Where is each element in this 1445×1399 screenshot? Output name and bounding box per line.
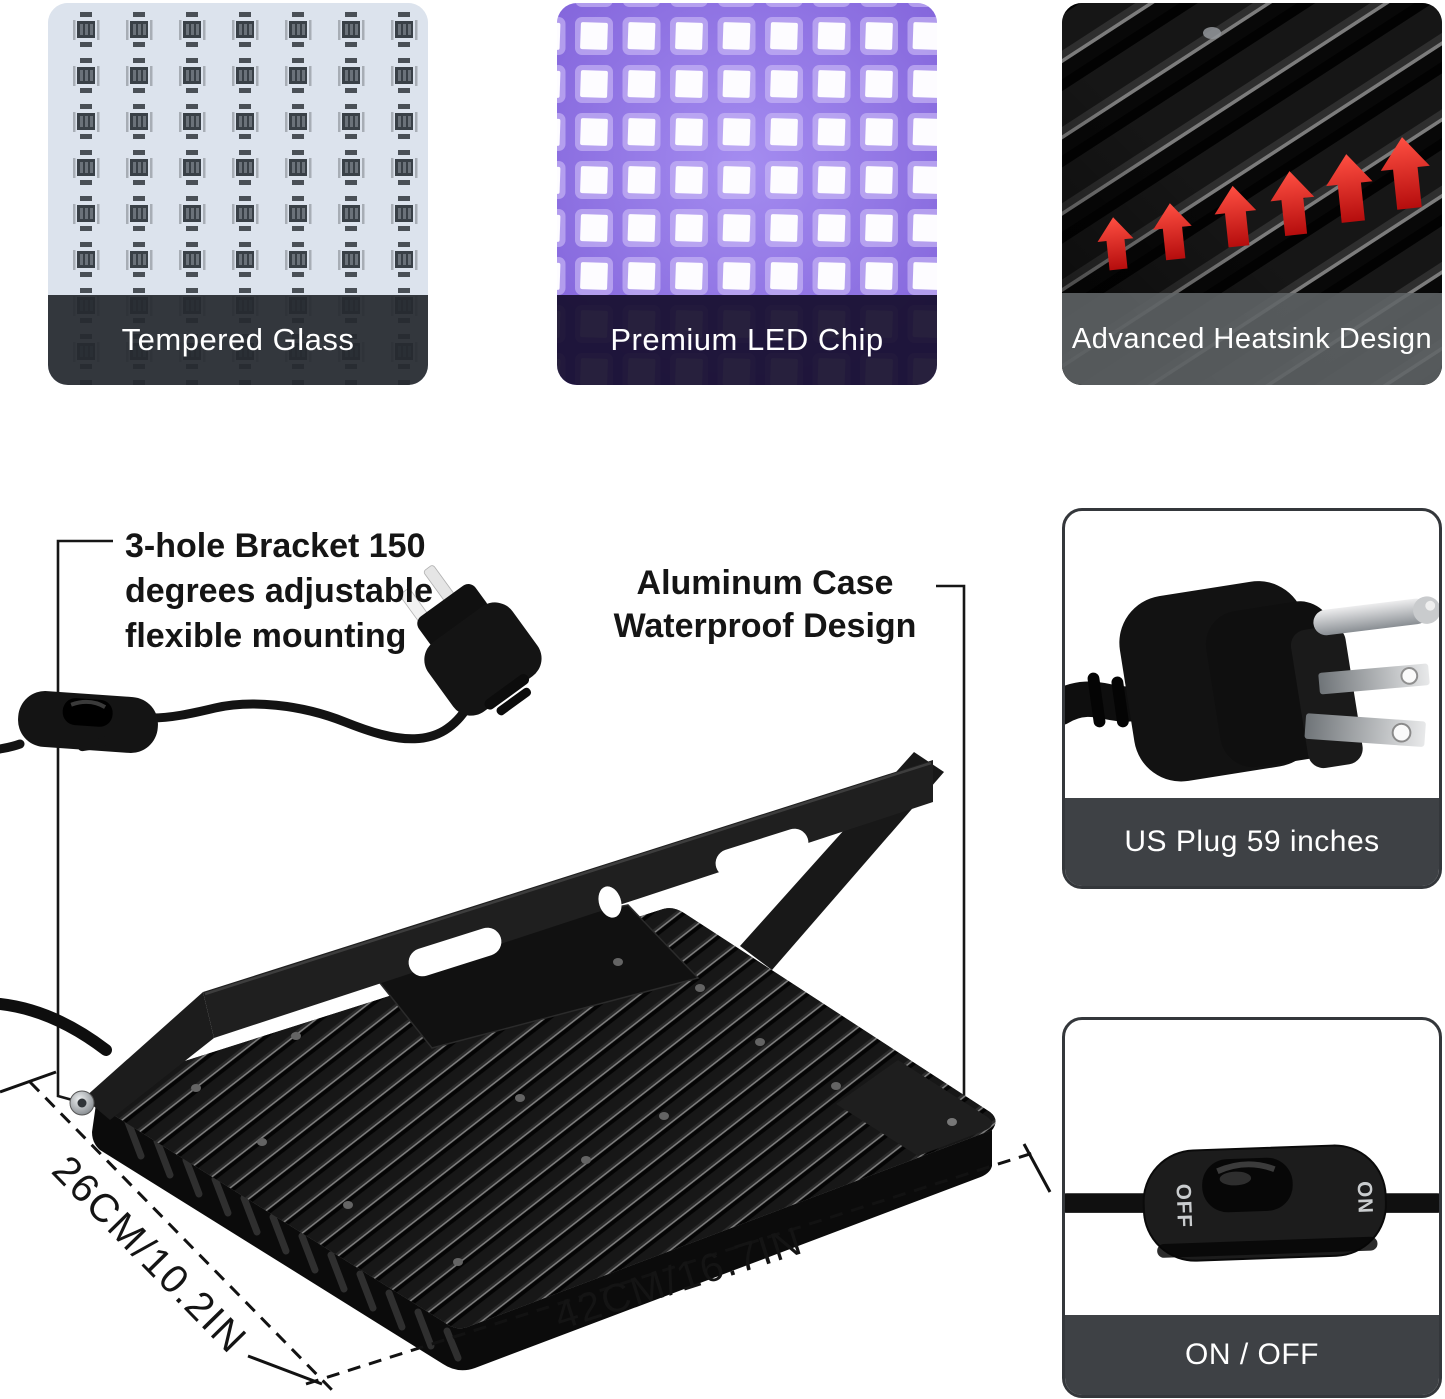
dimension-tick — [247, 1354, 323, 1386]
case-annotation-line1: Aluminum Case — [636, 564, 894, 602]
plug — [400, 565, 542, 716]
power-cord-tail — [0, 739, 25, 754]
bracket-annotation: 3-hole Bracket 150 degrees adjustable fl… — [125, 524, 433, 659]
feature-label-band: US Plug 59 inches — [1065, 798, 1439, 886]
case-side-wall — [92, 1104, 992, 1371]
feature-label-tempered-glass: Tempered Glass — [121, 322, 355, 357]
plug-blade-lower — [1304, 713, 1426, 747]
fin-screw-dots — [191, 958, 841, 1266]
bracket-annotation-line2: degrees adjustable — [125, 572, 434, 610]
feature-label-on-off: ON / OFF — [1185, 1338, 1319, 1371]
power-cord-inlet — [0, 998, 112, 1056]
callout-line-bracket — [56, 539, 113, 1103]
bracket-left-arm — [84, 992, 214, 1120]
power-switch-photo: OFF ON — [1065, 1144, 1439, 1262]
dimension-tick — [0, 1070, 57, 1094]
heatsink-screw-icon — [1203, 27, 1221, 39]
feature-label-led-chip: Premium LED Chip — [610, 322, 884, 357]
bracket-slot — [715, 828, 809, 878]
panel-heatsink: Advanced Heatsink Design — [1062, 3, 1442, 385]
bracket-screw-center — [77, 1098, 87, 1108]
inline-switch — [18, 691, 158, 753]
panel-tempered-glass: Tempered Glass — [48, 3, 428, 385]
bracket-annotation-line1: 3-hole Bracket 150 — [125, 527, 426, 565]
feature-label-us-plug: US Plug 59 inches — [1124, 825, 1380, 858]
power-cord — [147, 699, 473, 744]
switch-on-label: ON — [1353, 1181, 1377, 1215]
panel-led-chip: Premium LED Chip — [557, 3, 937, 385]
us-plug-photo — [1065, 581, 1439, 782]
feature-label-band: ON / OFF — [1065, 1315, 1439, 1395]
bracket-slot — [408, 927, 502, 977]
bracket-annotation-line3: flexible mounting — [125, 617, 407, 655]
switch-body: OFF ON — [1142, 1144, 1387, 1262]
case-rim — [836, 1060, 992, 1156]
case-annotation-line2: Waterproof Design — [613, 607, 917, 645]
case-annotation: Aluminum Case Waterproof Design — [590, 562, 940, 648]
panel-on-off: OFF ON ON / OFF — [1062, 1017, 1442, 1398]
bracket-hole — [598, 886, 622, 918]
dimension-tick — [1022, 1143, 1052, 1193]
bracket-edge-highlight — [204, 761, 932, 996]
feature-label-band: Advanced Heatsink Design — [1062, 293, 1442, 385]
feature-label-band: Premium LED Chip — [557, 295, 937, 385]
callout-line-case — [929, 584, 966, 1100]
ground-pin-icon — [1313, 596, 1439, 636]
rim-screw-icon — [947, 1118, 957, 1126]
feature-label-heatsink: Advanced Heatsink Design — [1071, 322, 1433, 355]
panel-us-plug: US Plug 59 inches — [1062, 508, 1442, 889]
switch-off-label: OFF — [1171, 1183, 1196, 1228]
feature-label-band: Tempered Glass — [48, 295, 428, 385]
fin-end-scallops — [124, 1118, 462, 1362]
dimension-line-depth — [28, 1080, 334, 1392]
dimension-line-width — [305, 1150, 1037, 1386]
heatsink-fins-texture — [92, 908, 996, 1329]
plug-blade-upper — [1318, 663, 1430, 695]
bracket-top-bar — [203, 760, 933, 1038]
